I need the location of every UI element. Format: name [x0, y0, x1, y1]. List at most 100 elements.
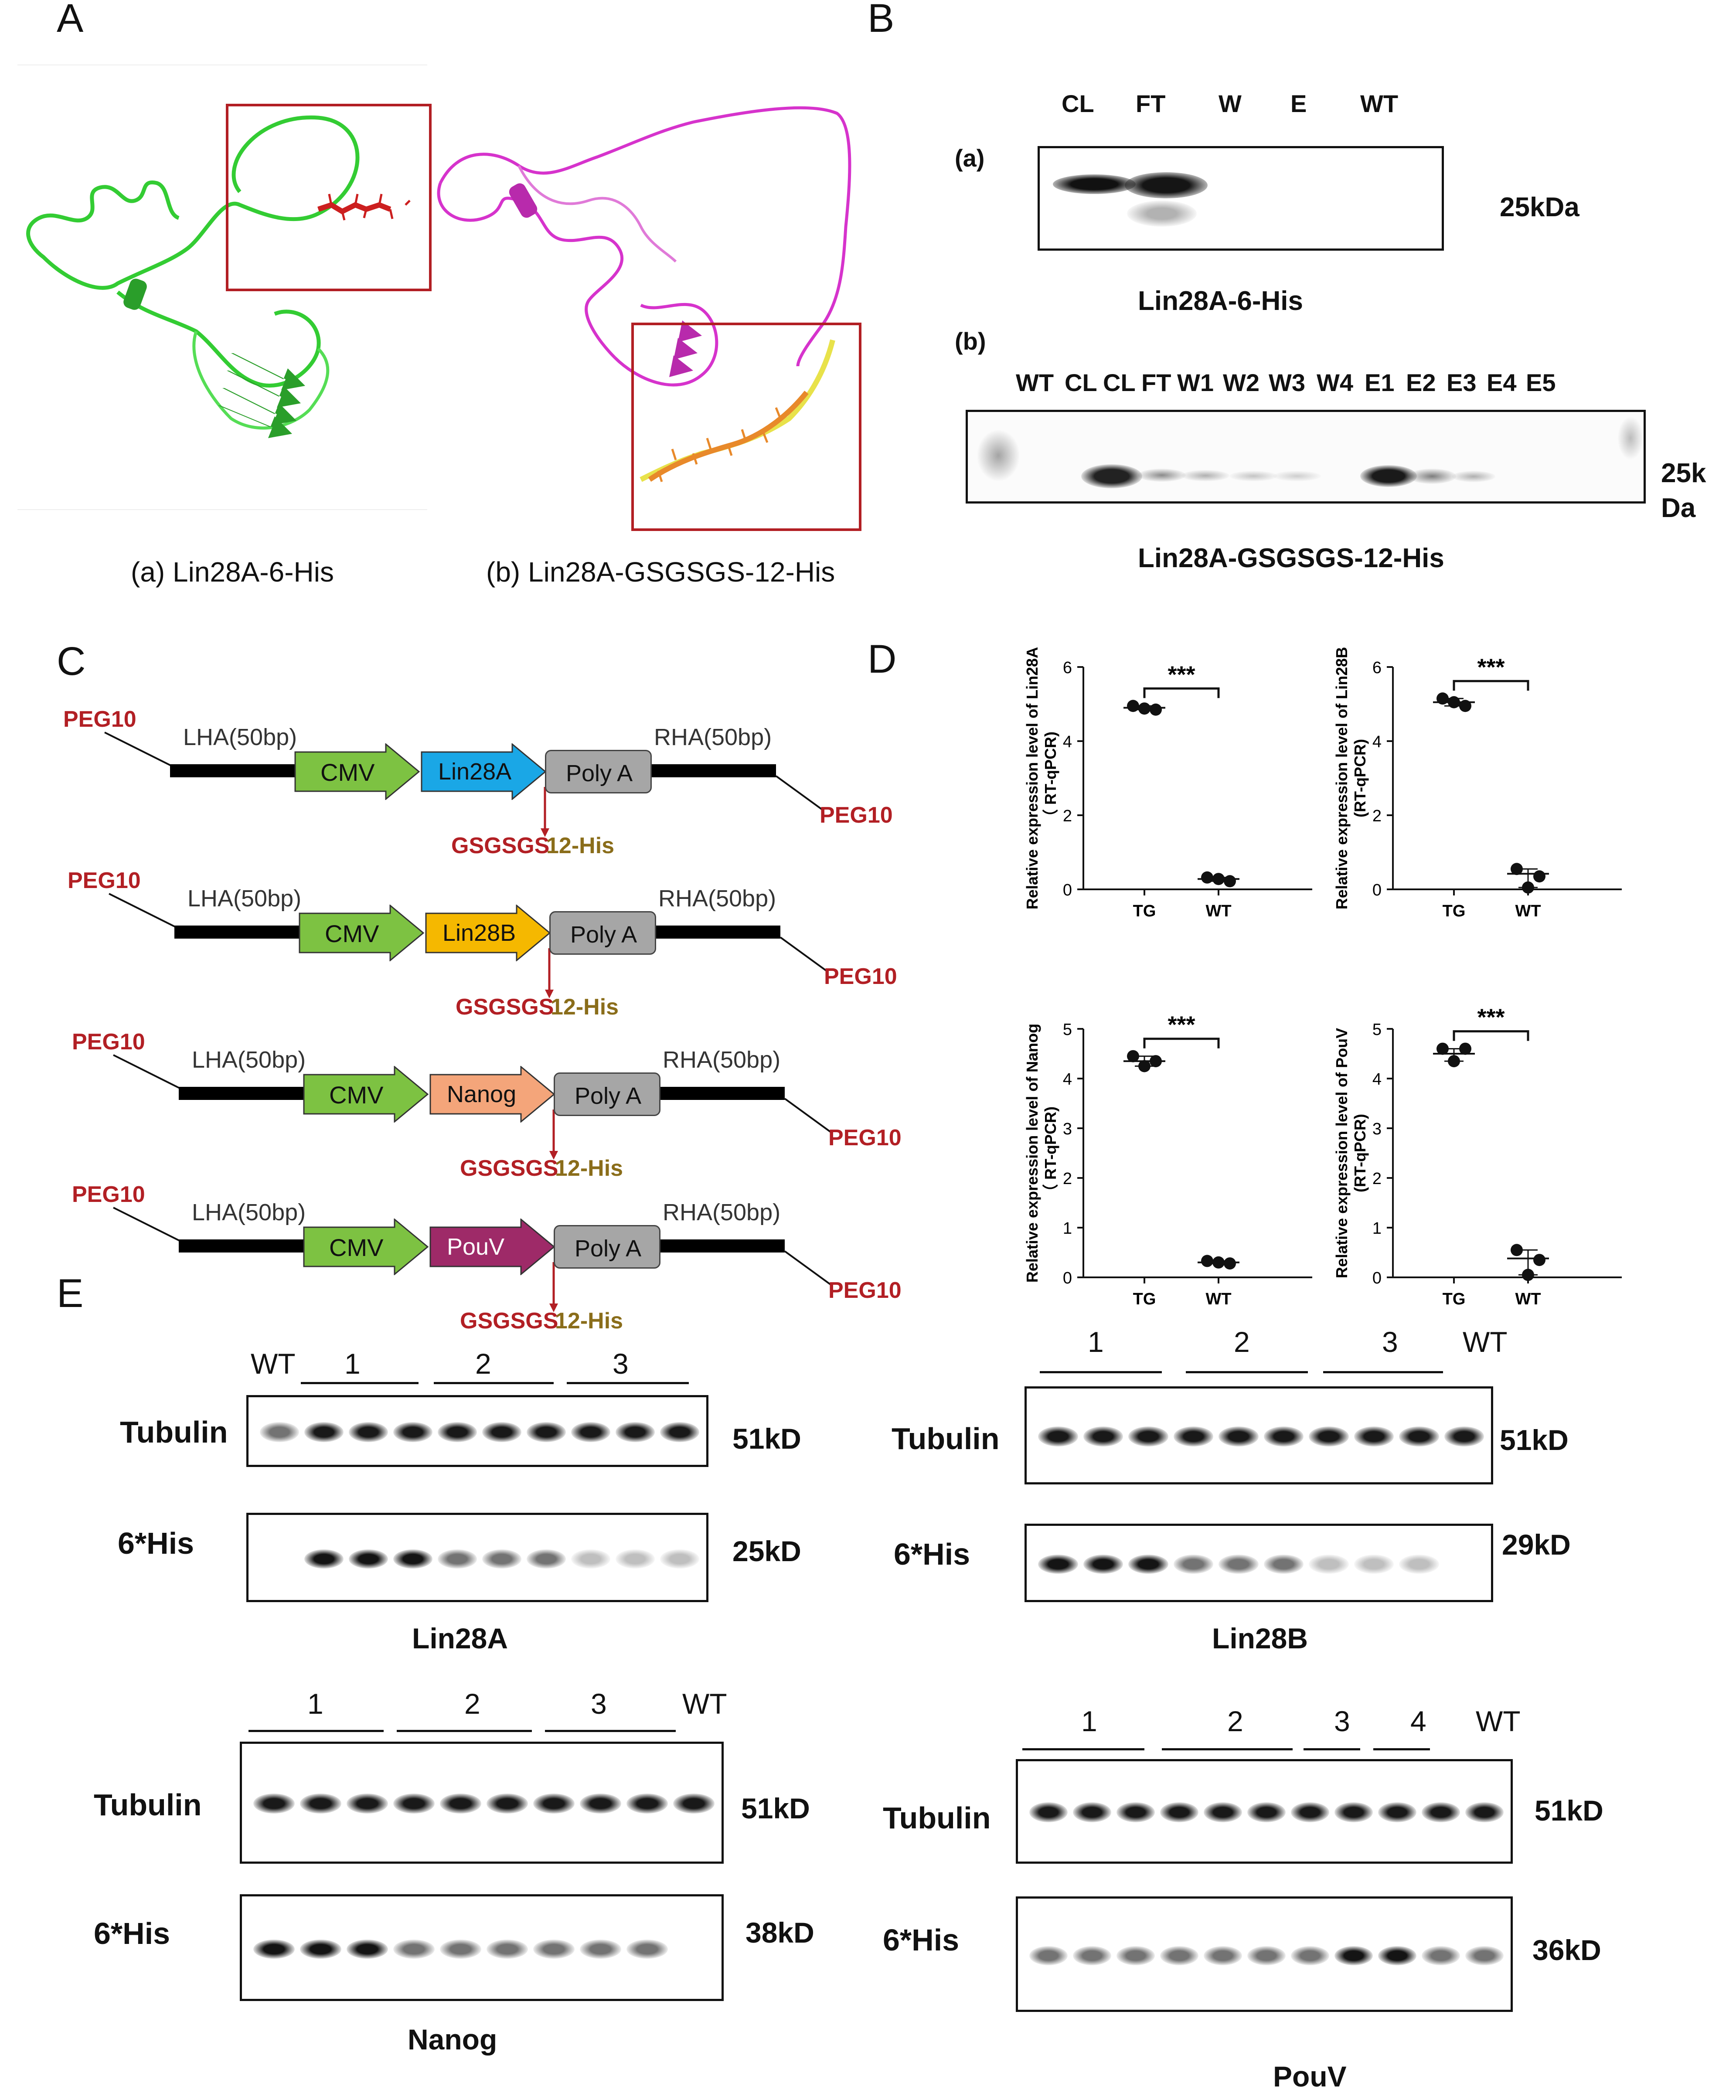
band — [349, 1549, 388, 1569]
blot-caption: Lin28A-6-His — [1138, 286, 1303, 316]
lane-label: E5 — [1526, 369, 1556, 396]
sub-label-a: (a) — [955, 144, 985, 172]
band — [438, 1422, 477, 1442]
y-tick-label: 0 — [1063, 1269, 1072, 1287]
smear — [977, 429, 1020, 482]
significance-label: *** — [1168, 1012, 1195, 1038]
band — [1083, 1426, 1123, 1447]
peg10-left-label: PEG10 — [68, 868, 141, 893]
lane-label: CL — [1062, 90, 1094, 117]
linker-label: GSGSGS — [460, 1156, 558, 1181]
group-label: 2 — [1234, 1326, 1250, 1358]
significance-bracket — [1143, 687, 1220, 698]
lane-label: E2 — [1406, 369, 1436, 396]
band — [626, 1794, 668, 1814]
band — [1160, 1802, 1198, 1822]
y-tick-label: 2 — [1372, 1170, 1382, 1188]
x-tick-label: TG — [1443, 1290, 1466, 1308]
y-tick-label: 5 — [1063, 1021, 1072, 1039]
band — [1291, 1802, 1329, 1822]
group-underline — [545, 1730, 676, 1732]
group-underline — [434, 1382, 554, 1384]
lane-label: CL — [1103, 369, 1136, 396]
y-tick-label: 1 — [1372, 1219, 1382, 1238]
peg10-left-label: PEG10 — [72, 1029, 145, 1055]
his-tag-blot — [1016, 1896, 1513, 2012]
data-point — [1201, 1255, 1213, 1267]
group-label: WT — [1476, 1705, 1521, 1737]
y-tick-label: 3 — [1372, 1120, 1382, 1138]
band — [1378, 1802, 1416, 1822]
significance-bracket — [1453, 680, 1529, 691]
x-tick-label: WT — [1205, 902, 1231, 920]
band — [1354, 1426, 1394, 1447]
band — [1273, 471, 1321, 481]
data-point — [1138, 702, 1151, 715]
group-label: WT — [682, 1688, 727, 1720]
y-tick-label: 5 — [1372, 1021, 1382, 1039]
x-tick-label: TG — [1133, 902, 1156, 920]
his-tag-blot — [240, 1894, 724, 2001]
band — [260, 1422, 299, 1442]
construct-lin28b: PEG10 LHA(50bp) RHA(50bp) CMV Lin28B Pol… — [0, 868, 937, 1024]
size-marker: 25k — [1661, 458, 1706, 488]
his-tag-blot — [1025, 1524, 1493, 1602]
cmv-label: CMV — [329, 1081, 384, 1109]
y-tick-label: 2 — [1372, 807, 1382, 825]
band — [616, 1549, 655, 1569]
band — [1181, 470, 1229, 481]
data-point — [1511, 863, 1523, 875]
lane-label: W1 — [1177, 369, 1214, 396]
polya-label: Poly A — [575, 1083, 642, 1109]
group-label: WT — [1463, 1326, 1508, 1358]
y-tick-label: 2 — [1063, 807, 1072, 825]
group-underline — [1162, 1748, 1293, 1750]
data-point — [1150, 1055, 1162, 1068]
band — [660, 1422, 699, 1442]
group-label: 2 — [1227, 1705, 1243, 1737]
band — [1309, 1555, 1349, 1574]
rha-label: RHA(50bp) — [663, 1047, 781, 1073]
lane-label: W3 — [1269, 369, 1305, 396]
row-label-his: 6*His — [883, 1923, 960, 1957]
data-point — [1448, 696, 1460, 708]
x-tick-label: TG — [1133, 1290, 1156, 1308]
lha-label: LHA(50bp) — [187, 885, 302, 912]
y-tick-label: 4 — [1063, 733, 1072, 751]
peg10-right-label: PEG10 — [824, 964, 897, 989]
band — [1128, 1426, 1168, 1447]
cmv-label: CMV — [320, 759, 375, 786]
band — [1073, 1946, 1111, 1965]
band — [1038, 1555, 1078, 1574]
band — [1204, 1802, 1242, 1822]
band — [1399, 1426, 1439, 1447]
lane-label: CL — [1065, 369, 1097, 396]
size-marker: Da — [1661, 493, 1696, 523]
band — [660, 1549, 699, 1569]
panel-b-label: B — [868, 0, 895, 41]
x-tick-label: WT — [1515, 1290, 1541, 1308]
size-marker-tubulin: 51kD — [741, 1792, 810, 1824]
y-axis-label: （ RT-qPCR) — [1042, 1106, 1059, 1200]
band — [533, 1794, 575, 1814]
band — [482, 1422, 521, 1442]
y-tick-label: 4 — [1063, 1070, 1072, 1089]
band — [440, 1939, 481, 1959]
band — [1247, 1802, 1286, 1822]
band — [1360, 465, 1417, 487]
band — [1204, 1946, 1242, 1965]
band — [1247, 1946, 1286, 1965]
lane-label: E1 — [1365, 369, 1395, 396]
y-axis-label: Relative expression level of Lin28B — [1333, 647, 1351, 909]
cmv-label: CMV — [325, 920, 379, 947]
band — [1291, 1946, 1329, 1965]
band — [1173, 1555, 1213, 1574]
cmv-arrow: CMV — [303, 1218, 429, 1276]
polya-box: Poly A — [554, 1072, 660, 1116]
band — [1083, 1555, 1123, 1574]
y-axis-label: (RT-qPCR) — [1351, 739, 1369, 817]
y-axis-label: Relative expression level of Lin28A — [1023, 647, 1041, 909]
band — [253, 1939, 295, 1959]
cmv-label: CMV — [329, 1234, 384, 1261]
